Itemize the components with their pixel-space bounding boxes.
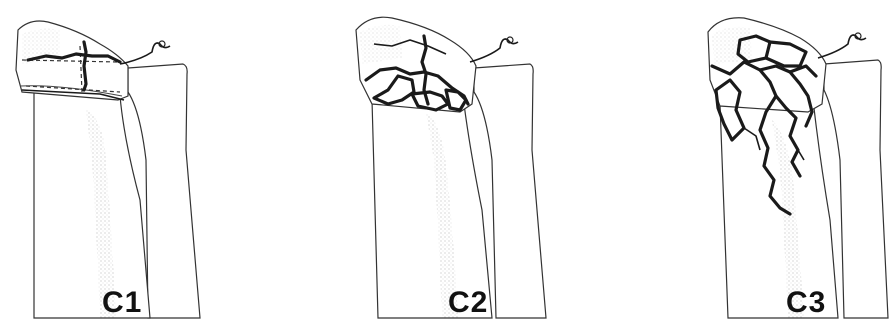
ligament: [120, 43, 170, 64]
panel-label-c3: C3: [786, 288, 826, 318]
panel-c1-illustration: [16, 21, 200, 318]
panel-label-c1: C1: [102, 288, 142, 318]
panel-c2-illustration: [356, 17, 546, 318]
panel-c3-illustration: [708, 18, 888, 318]
panel-label-c2: C2: [448, 288, 488, 318]
